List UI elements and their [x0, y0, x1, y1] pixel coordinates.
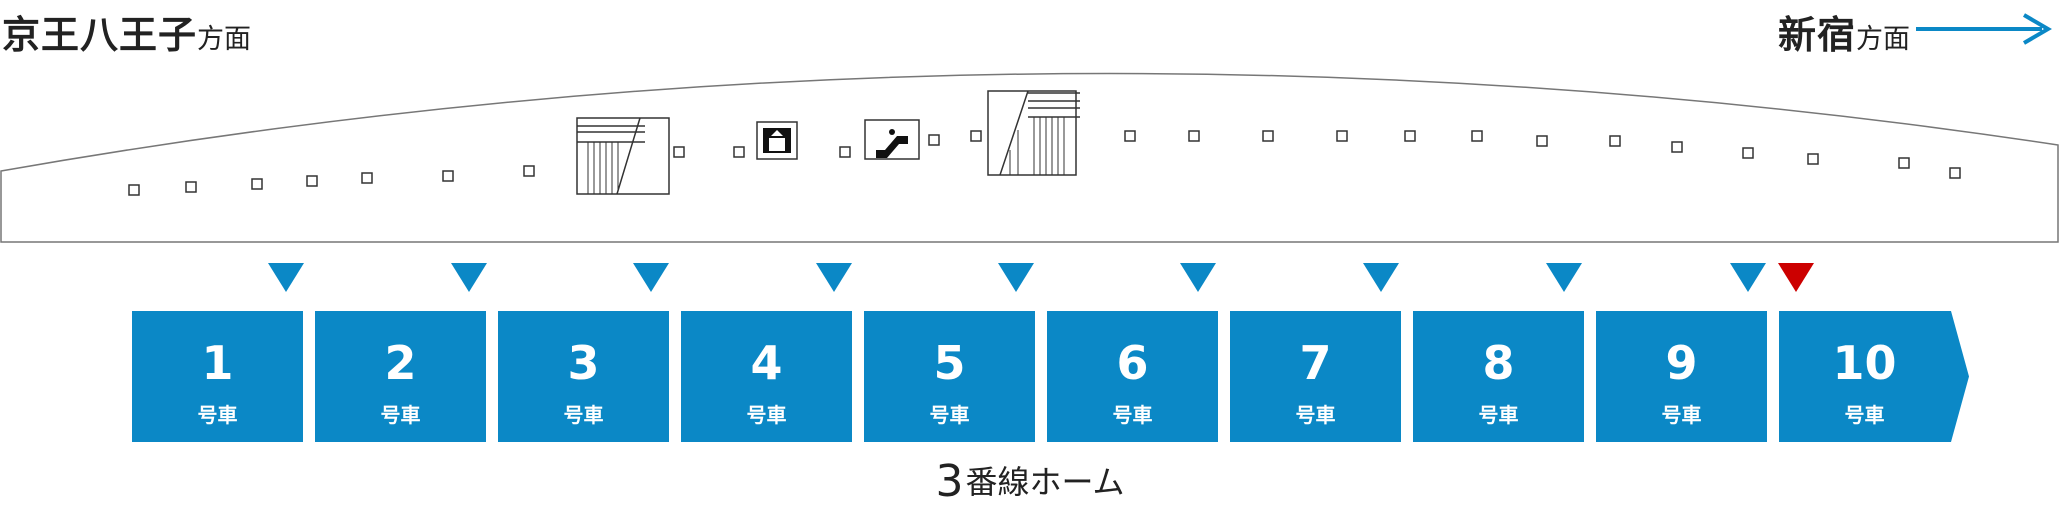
car-number: 2 — [384, 336, 417, 390]
direction-right: 新宿方面 — [1778, 4, 1910, 59]
door-marker-icon — [1949, 167, 1961, 179]
platform-name: 番線ホーム — [965, 463, 1125, 501]
door-marker-icon — [1536, 135, 1548, 147]
car-label: 号車 — [746, 403, 787, 427]
door-triangle — [998, 263, 1034, 292]
left-station-name: 京王八王子 — [2, 13, 198, 57]
right-arrow-icon — [1916, 13, 2052, 45]
car-label: 号車 — [1478, 403, 1519, 427]
door-marker-icon — [1807, 153, 1819, 165]
car-label: 号車 — [1112, 403, 1153, 427]
escalator-icon — [864, 119, 920, 160]
car-8: 8 号車 — [1413, 311, 1584, 442]
door-marker-icon — [1336, 130, 1348, 142]
car-10: 10 号車 — [1779, 311, 1969, 442]
car-3: 3 号車 — [498, 311, 669, 442]
highlight-door-triangle — [1778, 263, 1814, 292]
stairs-icon — [576, 117, 670, 195]
door-triangle — [1546, 263, 1582, 292]
car-label: 号車 — [1844, 403, 1885, 427]
platform-map — [0, 72, 2059, 243]
door-marker-icon — [733, 146, 745, 158]
door-triangle — [268, 263, 304, 292]
car-number: 4 — [750, 336, 783, 390]
platform-number: 3 — [935, 456, 964, 507]
door-marker-icon — [673, 146, 685, 158]
elevator-icon — [756, 121, 798, 160]
door-triangle — [1730, 263, 1766, 292]
door-triangle — [1363, 263, 1399, 292]
door-marker-icon — [251, 178, 263, 190]
car-9: 9 号車 — [1596, 311, 1767, 442]
car-5: 5 号車 — [864, 311, 1035, 442]
stairs-icon — [987, 90, 1080, 176]
door-marker-icon — [306, 175, 318, 187]
door-marker-icon — [523, 165, 535, 177]
car-7: 7 号車 — [1230, 311, 1401, 442]
door-marker-icon — [928, 134, 940, 146]
door-marker-icon — [1742, 147, 1754, 159]
door-marker-icon — [361, 172, 373, 184]
door-marker-icon — [185, 181, 197, 193]
car-label: 号車 — [380, 403, 421, 427]
door-markers — [128, 130, 1961, 196]
car-label: 号車 — [197, 403, 238, 427]
car-label: 号車 — [1295, 403, 1336, 427]
door-marker-icon — [1262, 130, 1274, 142]
door-marker-icon — [1124, 130, 1136, 142]
door-marker-icon — [1671, 141, 1683, 153]
door-triangle — [1180, 263, 1216, 292]
door-marker-icon — [839, 146, 851, 158]
car-number: 5 — [933, 336, 966, 390]
door-marker-icon — [970, 130, 982, 142]
car-label: 号車 — [563, 403, 604, 427]
car-number: 6 — [1116, 336, 1149, 390]
door-triangle — [816, 263, 852, 292]
door-marker-icon — [128, 184, 140, 196]
door-marker-icon — [1471, 130, 1483, 142]
right-direction-suffix: 方面 — [1856, 24, 1910, 55]
car-number: 1 — [201, 336, 234, 390]
car-1: 1 号車 — [132, 311, 303, 442]
door-triangle — [633, 263, 669, 292]
car-number: 10 — [1832, 336, 1897, 390]
door-marker-icon — [1609, 135, 1621, 147]
car-number: 8 — [1482, 336, 1515, 390]
car-4: 4 号車 — [681, 311, 852, 442]
car-number: 7 — [1299, 336, 1332, 390]
door-marker-icon — [442, 170, 454, 182]
car-2: 2 号車 — [315, 311, 486, 442]
door-marker-icon — [1898, 157, 1910, 169]
car-number: 9 — [1665, 336, 1698, 390]
platform-label: 3番線ホーム — [0, 456, 2060, 507]
door-triangle — [451, 263, 487, 292]
left-direction-suffix: 方面 — [197, 24, 252, 55]
door-marker-icon — [1188, 130, 1200, 142]
door-marker-icon — [1404, 130, 1416, 142]
car-6: 6 号車 — [1047, 311, 1218, 442]
car-label: 号車 — [1661, 403, 1702, 427]
direction-left: 京王八王子方面 — [2, 4, 251, 59]
car-label: 号車 — [929, 403, 970, 427]
car-number: 3 — [567, 336, 600, 390]
right-station-name: 新宿 — [1777, 13, 1856, 57]
